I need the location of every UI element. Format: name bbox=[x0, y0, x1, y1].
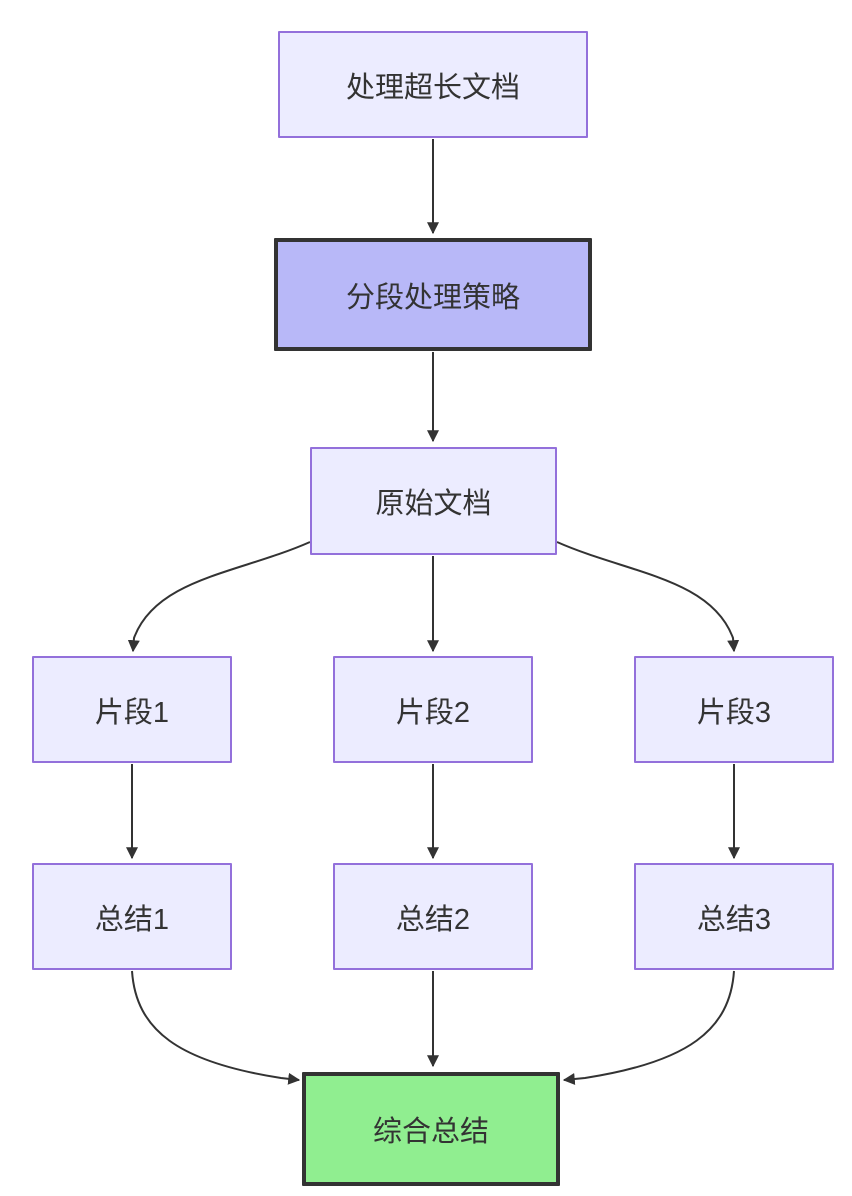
node-label: 综合总结 bbox=[372, 1116, 489, 1148]
node-label: 片段2 bbox=[395, 696, 471, 729]
node-summary-3: 总结3 bbox=[634, 863, 834, 970]
node-segmentation-strategy: 分段处理策略 bbox=[274, 238, 592, 351]
node-label: 片段1 bbox=[94, 696, 170, 729]
node-original-document: 原始文档 bbox=[310, 447, 557, 555]
node-summary-2: 总结2 bbox=[333, 863, 533, 970]
node-fragment-3: 片段3 bbox=[634, 656, 834, 763]
node-process-long-document: 处理超长文档 bbox=[278, 31, 588, 138]
node-summary-1: 总结1 bbox=[32, 863, 232, 970]
node-label: 总结1 bbox=[94, 903, 170, 936]
node-fragment-1: 片段1 bbox=[32, 656, 232, 763]
node-label: 分段处理策略 bbox=[345, 281, 520, 314]
edge-original-to-fragment-3 bbox=[556, 541, 740, 653]
edge-summary-1-to-final bbox=[131, 970, 301, 1085]
node-label: 总结3 bbox=[696, 903, 772, 936]
node-label: 总结2 bbox=[395, 903, 471, 936]
node-fragment-2: 片段2 bbox=[333, 656, 533, 763]
node-label: 片段3 bbox=[696, 696, 772, 729]
node-label: 原始文档 bbox=[375, 488, 492, 520]
node-final-summary: 综合总结 bbox=[302, 1072, 560, 1186]
edge-original-to-fragment-1 bbox=[127, 541, 311, 653]
edge-summary-3-to-final bbox=[562, 970, 735, 1085]
node-label: 处理超长文档 bbox=[345, 71, 520, 104]
